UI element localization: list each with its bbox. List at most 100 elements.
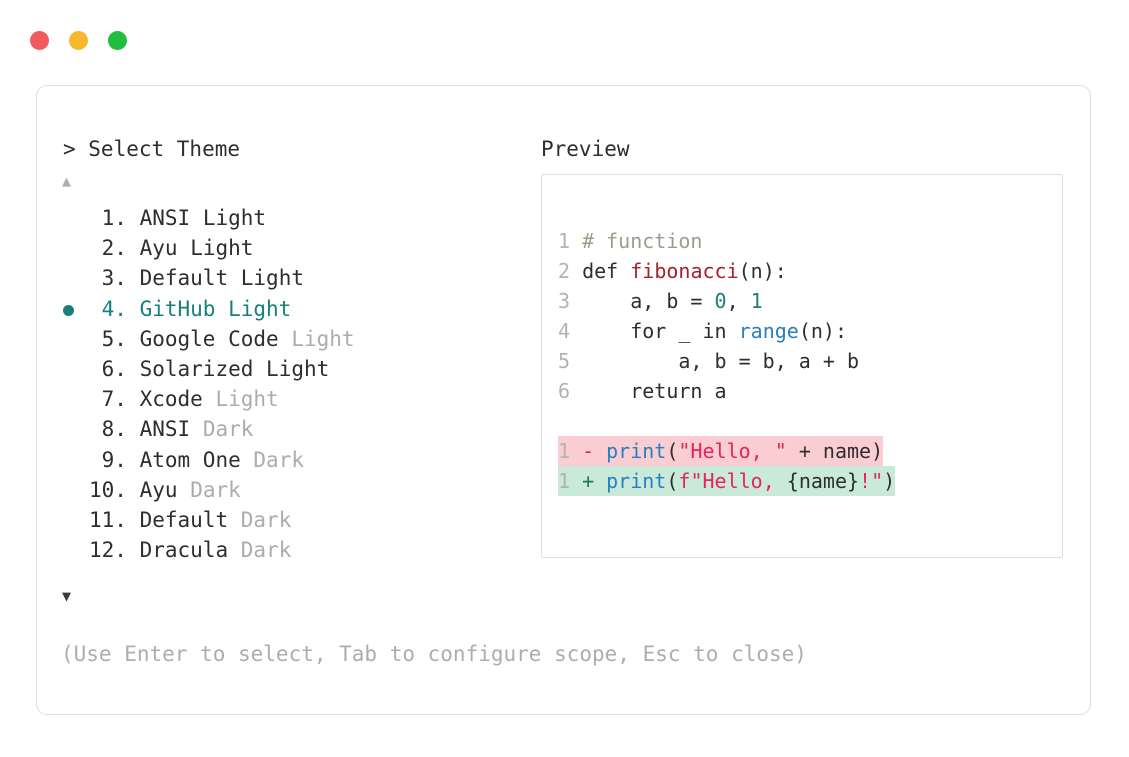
code-token: ( xyxy=(666,439,679,463)
code-token: (n): xyxy=(738,259,787,283)
theme-item-name: Ayu xyxy=(139,236,178,261)
code-token: range xyxy=(738,319,799,343)
theme-item-variant: Light xyxy=(240,266,304,291)
theme-item-name: Google Code xyxy=(139,326,279,351)
theme-item-name: Atom One xyxy=(139,447,241,472)
code-token: print xyxy=(606,469,667,493)
theme-list-item[interactable]: 4. GitHub Light xyxy=(61,294,491,324)
scroll-down-arrow-icon[interactable]: ▼ xyxy=(62,587,72,605)
theme-list: 1. ANSI Light 2. Ayu Light 3. Default Li… xyxy=(61,203,491,565)
theme-item-name: Solarized xyxy=(139,356,254,381)
theme-list-item[interactable]: 6. Solarized Light xyxy=(61,354,491,384)
theme-item-variant: Light xyxy=(266,356,330,381)
theme-item-name: Dracula xyxy=(139,538,229,563)
code-line: 4 for _ in range(n): xyxy=(558,316,895,346)
theme-list-item[interactable]: 1. ANSI Light xyxy=(61,203,491,233)
code-token: a, b = xyxy=(582,289,715,313)
code-line: 6 return a xyxy=(558,376,895,406)
line-number: 1 xyxy=(558,469,571,493)
theme-list-item[interactable]: 8. ANSI Dark xyxy=(61,414,491,444)
diff-marker: - xyxy=(582,439,595,463)
line-number: 5 xyxy=(558,349,571,373)
theme-list-item[interactable]: 11. Default Dark xyxy=(61,505,491,535)
code-token: 1 xyxy=(750,289,763,313)
code-token: print xyxy=(606,439,667,463)
selected-bullet-icon xyxy=(63,304,74,316)
theme-list-item[interactable]: 9. Atom One Dark xyxy=(61,445,491,475)
theme-item-index: 10. xyxy=(89,477,127,502)
theme-item-variant: Dark xyxy=(190,477,241,502)
theme-item-name: Default xyxy=(139,507,229,532)
code-token: (n): xyxy=(798,319,847,343)
theme-item-index: 8. xyxy=(89,417,127,442)
theme-list-item[interactable]: 5. Google Code Light xyxy=(61,324,491,354)
theme-list-item[interactable]: 3. Default Light xyxy=(61,263,491,293)
theme-item-variant: Light xyxy=(202,206,267,230)
theme-item-index: 2. xyxy=(89,236,127,261)
theme-item-name: Default xyxy=(139,266,229,291)
code-token: , xyxy=(726,289,751,313)
line-number: 1 xyxy=(558,229,571,253)
theme-item-index: 9. xyxy=(89,447,127,472)
theme-item-index: 3. xyxy=(89,266,127,291)
theme-item-index: 5. xyxy=(89,326,127,351)
theme-item-variant: Dark xyxy=(253,447,304,472)
theme-list-item[interactable]: 2. Ayu Light xyxy=(61,233,491,263)
theme-item-index: 1. xyxy=(89,206,127,230)
code-token: ( xyxy=(666,469,679,493)
line-number: 1 xyxy=(558,439,571,463)
window-traffic-lights xyxy=(30,31,127,50)
theme-item-variant: Dark xyxy=(240,507,292,532)
code-token: 0 xyxy=(714,289,727,313)
theme-item-index: 6. xyxy=(89,356,127,381)
diff-line-add: 1 + print(f"Hello, {name}!") xyxy=(558,466,896,496)
code-token: def xyxy=(582,259,631,283)
close-button[interactable] xyxy=(30,31,49,50)
theme-item-index: 4. xyxy=(89,296,127,321)
theme-item-index: 7. xyxy=(89,387,127,412)
scroll-up-arrow-icon[interactable]: ▲ xyxy=(62,172,72,190)
line-number: 3 xyxy=(558,289,571,313)
minimize-button[interactable] xyxy=(69,31,88,50)
keyboard-hint: (Use Enter to select, Tab to configure s… xyxy=(61,642,807,666)
line-number: 4 xyxy=(558,319,571,343)
code-token: !" xyxy=(859,469,884,493)
theme-list-item[interactable]: 10. Ayu Dark xyxy=(61,475,491,505)
preview-label: Preview xyxy=(541,137,630,161)
code-token: return a xyxy=(582,379,727,403)
theme-item-variant: Light xyxy=(190,236,254,261)
theme-item-index: 12. xyxy=(89,538,127,563)
code-token: ) xyxy=(883,469,896,493)
theme-item-variant: Light xyxy=(215,387,279,412)
code-token: fibonacci xyxy=(630,259,739,283)
theme-list-item[interactable]: 7. Xcode Light xyxy=(61,384,491,414)
theme-item-name: ANSI xyxy=(139,206,191,230)
theme-item-index: 11. xyxy=(89,507,127,532)
code-token: # function xyxy=(582,229,703,253)
maximize-button[interactable] xyxy=(108,31,127,50)
theme-item-name: Xcode xyxy=(139,387,203,412)
theme-picker-card: > Select Theme Preview ▲ ▼ 1. ANSI Light… xyxy=(36,85,1091,715)
diff-line-del: 1-print("Hello, " + name) xyxy=(558,436,884,466)
theme-list-item[interactable]: 12. Dracula Dark xyxy=(61,535,491,565)
code-line: 5 a, b = b, a + b xyxy=(558,346,895,376)
code-token: a, b = b, a + b xyxy=(582,349,860,373)
code-token: {name} xyxy=(786,469,860,493)
code-line: 1 # function xyxy=(558,226,895,256)
theme-item-variant: Light xyxy=(291,326,355,351)
theme-item-variant: Light xyxy=(228,296,292,321)
theme-item-variant: Dark xyxy=(202,417,254,442)
code-blank-line xyxy=(558,406,895,436)
diff-marker: + xyxy=(582,469,595,493)
theme-item-name: GitHub xyxy=(139,296,216,321)
theme-item-variant: Dark xyxy=(240,538,292,563)
code-token: f"Hello, xyxy=(678,469,787,493)
code-line: 3 a, b = 0, 1 xyxy=(558,286,895,316)
theme-item-name: Ayu xyxy=(139,477,178,502)
code-token: for _ in xyxy=(582,319,739,343)
line-number: 6 xyxy=(558,379,571,403)
code-token: + name) xyxy=(786,439,884,463)
